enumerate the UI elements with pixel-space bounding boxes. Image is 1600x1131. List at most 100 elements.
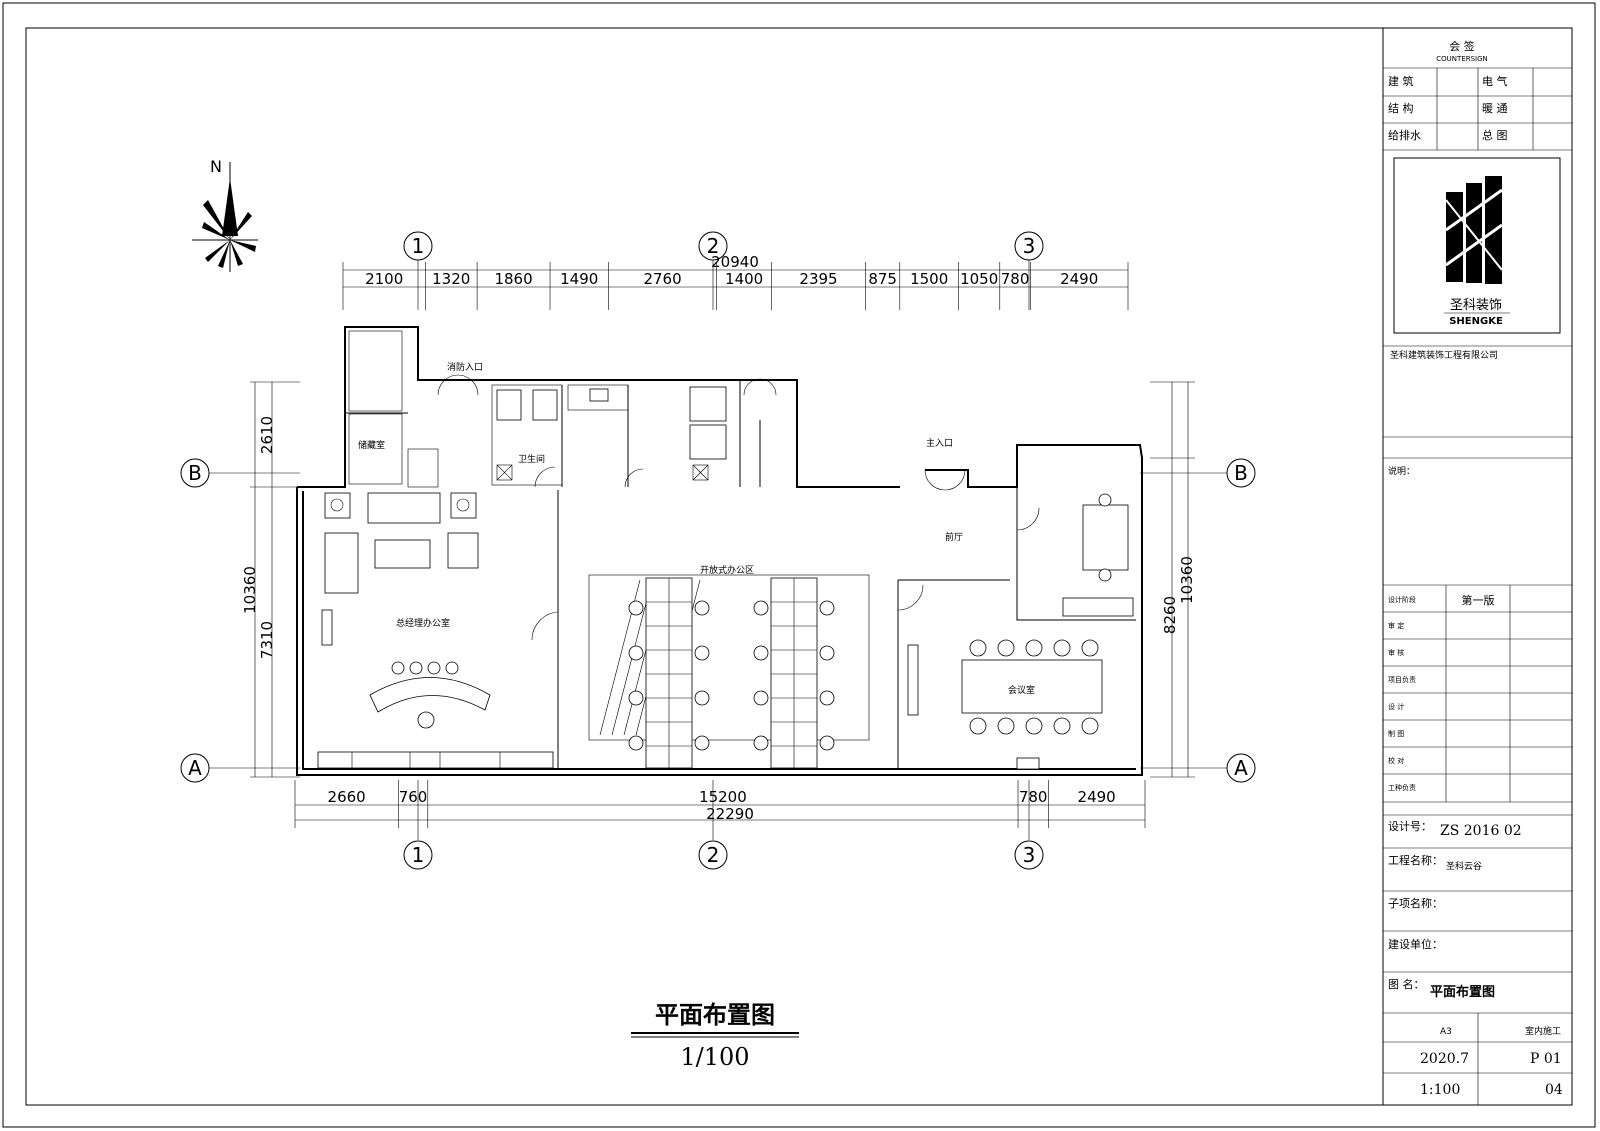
logo-en: SHENGKE xyxy=(1449,316,1503,327)
dim-bottom-segment: 2660 xyxy=(328,788,366,806)
dim-top-segment: 1860 xyxy=(494,270,532,288)
office-chair xyxy=(628,690,644,706)
dim-top-segment: 1050 xyxy=(960,270,998,288)
company-name: 圣科建筑装饰工程有限公司 xyxy=(1390,349,1498,361)
office-chair xyxy=(694,735,710,751)
drawing-title: 平面布置图 1/100 xyxy=(631,1001,799,1071)
office-chair xyxy=(753,600,769,616)
drawing-name-label: 图 名： xyxy=(1388,977,1425,991)
dim-bottom-segment: 760 xyxy=(399,788,428,806)
grid-bubble-bottom-2: 2 xyxy=(698,780,728,870)
meeting-chair xyxy=(1053,717,1071,735)
sign-struct: 结 构 xyxy=(1388,101,1414,115)
grid-bubble-right-b: B xyxy=(1140,458,1256,488)
grade-value: A3 xyxy=(1440,1027,1452,1037)
sign-arch: 建 筑 xyxy=(1388,74,1414,88)
label-hall: 前厅 xyxy=(945,531,963,543)
grid-bubble-top-1: 1 xyxy=(403,231,433,310)
svg-text:1: 1 xyxy=(412,843,425,867)
shengke-logo-icon xyxy=(1445,176,1503,284)
office-chair xyxy=(628,735,644,751)
discipline-value: 室内施工 xyxy=(1525,1025,1561,1037)
meeting-chair xyxy=(997,639,1015,657)
office-chair xyxy=(628,600,644,616)
grid-bubble-left-a: A xyxy=(180,753,300,783)
office-chair xyxy=(409,661,423,675)
sign-plumb: 给排水 xyxy=(1388,128,1421,142)
meeting-chair xyxy=(1081,717,1099,735)
office-chair xyxy=(694,600,710,616)
office-chair xyxy=(819,735,835,751)
label-storage: 储藏室 xyxy=(358,439,385,451)
sheet-value: 04 xyxy=(1545,1082,1563,1098)
office-chair xyxy=(628,645,644,661)
countersign-title: 会 签 xyxy=(1449,39,1475,53)
dim-top-segment: 875 xyxy=(868,270,897,288)
office-chair xyxy=(753,735,769,751)
office-chair xyxy=(427,661,441,675)
drawing-title-text: 平面布置图 xyxy=(655,1001,775,1029)
north-star-icon xyxy=(202,178,256,268)
client-label: 建设单位： xyxy=(1388,937,1443,951)
role-label: 设 计 xyxy=(1388,702,1404,711)
role-label: 校 对 xyxy=(1388,756,1404,765)
project-name-label: 工程名称： xyxy=(1388,853,1443,867)
meeting-chair xyxy=(1025,717,1043,735)
label-main-entrance: 主入口 xyxy=(926,437,953,449)
dim-bottom-segment: 780 xyxy=(1019,788,1048,806)
notes-label: 说明： xyxy=(1388,465,1415,477)
svg-text:B: B xyxy=(188,461,202,485)
dim-bottom-segment: 15200 xyxy=(699,788,747,806)
logo-frame xyxy=(1393,157,1561,334)
stage-value: 第一版 xyxy=(1462,593,1495,607)
dim-top-segment: 2395 xyxy=(799,270,837,288)
meeting-chair xyxy=(1081,639,1099,657)
right-dimension-line: 10360 8260 xyxy=(1150,381,1196,778)
svg-text:3: 3 xyxy=(1023,234,1036,258)
grid-bubble-bottom-1: 1 xyxy=(403,780,433,870)
sign-hvac: 暖 通 xyxy=(1482,102,1508,115)
project-name: 圣科云谷 xyxy=(1446,860,1482,872)
label-toilet: 卫生间 xyxy=(518,453,545,465)
meeting-chair xyxy=(969,639,987,657)
project-no: ZS 2016 02 xyxy=(1440,823,1522,839)
meeting-chair xyxy=(1025,639,1043,657)
svg-text:A: A xyxy=(188,756,202,780)
floor-plan: 消防入口 主入口 开放式办公区 前厅 会议室 总经理办公室 储藏室 卫生间 xyxy=(296,326,1143,776)
svg-text:1: 1 xyxy=(412,234,425,258)
stage-label: 设计阶段 xyxy=(1388,595,1416,604)
grid-bubble-top-3: 3 xyxy=(1014,231,1044,310)
meeting-chair xyxy=(969,717,987,735)
dim-top-segment: 2760 xyxy=(643,270,681,288)
grid-bubble-bottom-3: 3 xyxy=(1014,780,1044,870)
office-chair xyxy=(391,661,405,675)
office-chair xyxy=(445,661,459,675)
north-label: N xyxy=(210,157,222,176)
sign-elec: 电 气 xyxy=(1482,74,1508,88)
label-manager-office: 总经理办公室 xyxy=(396,617,450,629)
svg-text:2: 2 xyxy=(707,843,720,867)
svg-text:B: B xyxy=(1234,461,1248,485)
svg-text:3: 3 xyxy=(1023,843,1036,867)
office-chair xyxy=(819,645,835,661)
sign-site: 总 图 xyxy=(1482,128,1508,142)
svg-text:2: 2 xyxy=(707,234,720,258)
label-meeting: 会议室 xyxy=(1008,684,1035,696)
dim-top-segment: 2100 xyxy=(365,270,403,288)
office-chair xyxy=(819,600,835,616)
label-open-office: 开放式办公区 xyxy=(700,564,754,576)
dim-top-segment: 1500 xyxy=(910,270,948,288)
date-value: 2020.7 xyxy=(1420,1051,1469,1067)
office-chair xyxy=(694,645,710,661)
svg-text:A: A xyxy=(1234,756,1248,780)
dim-top-segment: 1490 xyxy=(560,270,598,288)
grid-bubble-left-b: B xyxy=(180,458,300,488)
role-label: 制 图 xyxy=(1388,729,1404,738)
office-chair xyxy=(694,690,710,706)
dim-bottom-segment: 2490 xyxy=(1078,788,1116,806)
dim-right-2: 8260 xyxy=(1161,596,1179,634)
sub-name-label: 子项名称： xyxy=(1388,896,1443,910)
